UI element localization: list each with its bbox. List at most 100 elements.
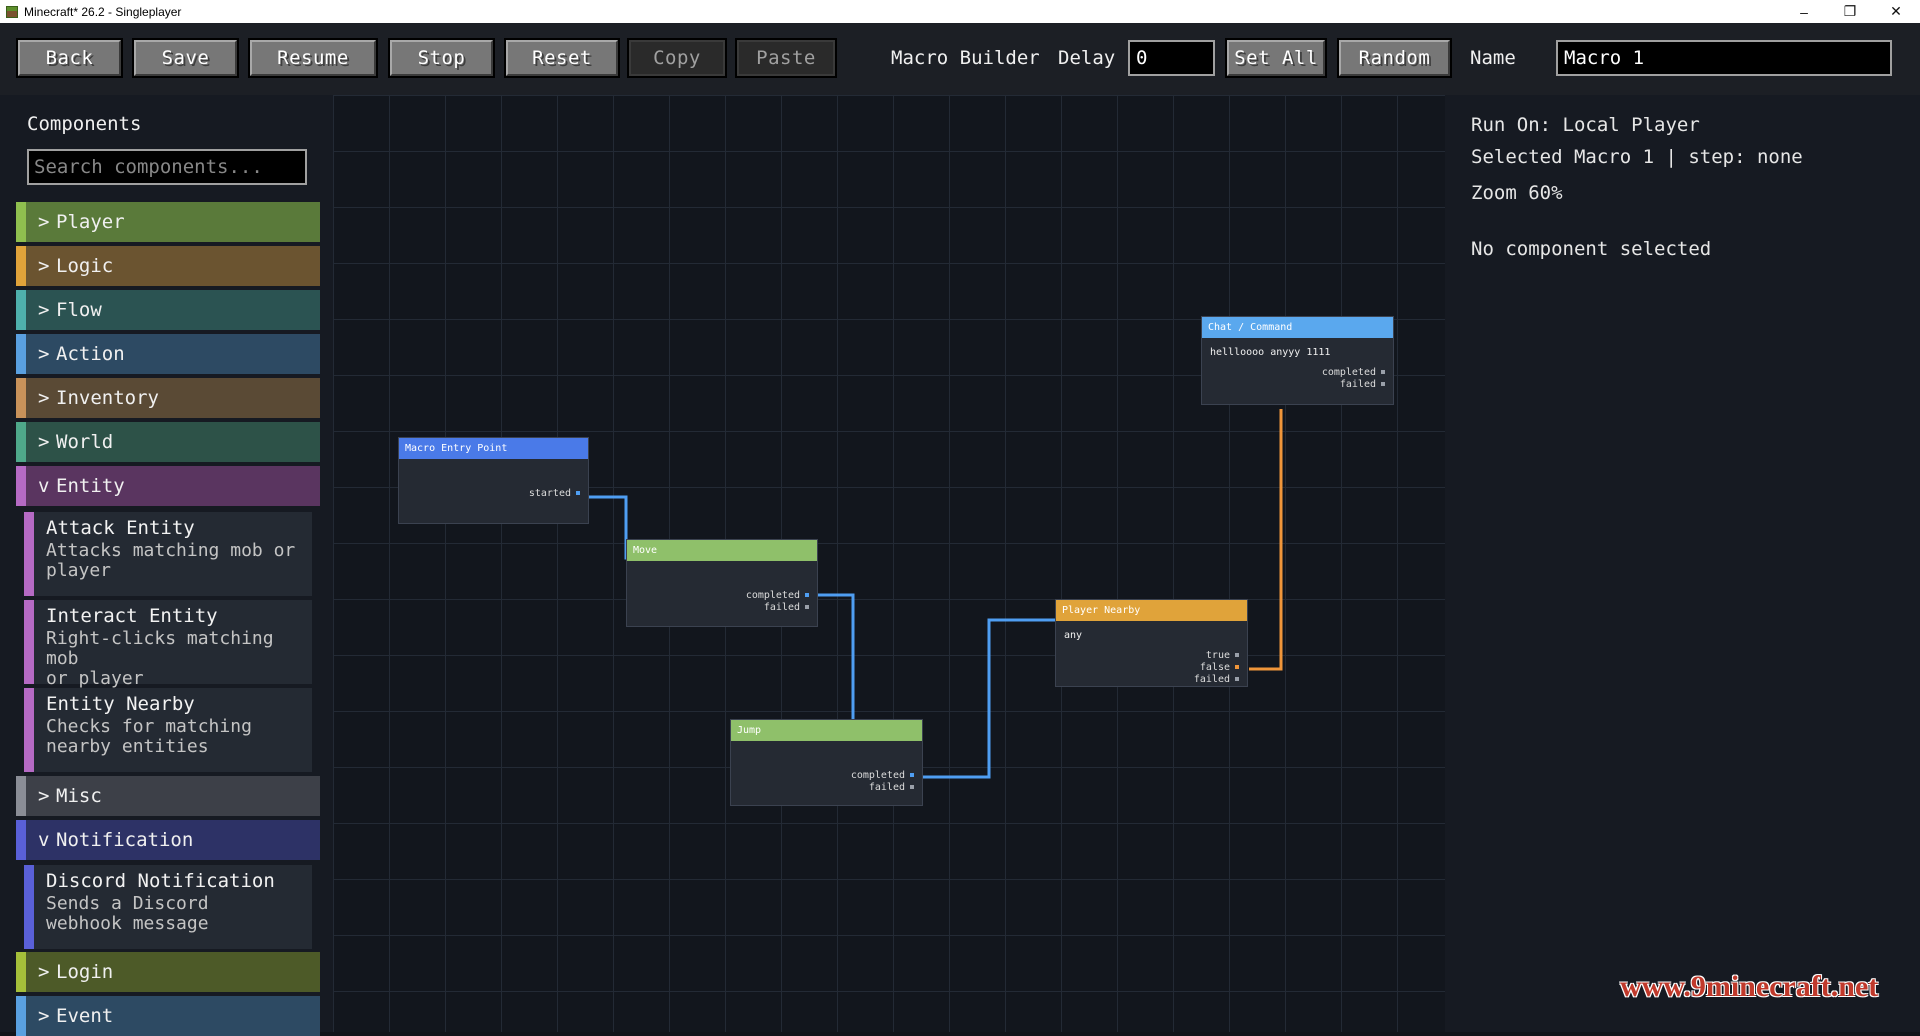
- delay-label: Delay: [1058, 47, 1116, 69]
- category-flow[interactable]: > Flow: [16, 290, 320, 330]
- component-attack-entity[interactable]: Attack Entity Attacks matching mob or pl…: [24, 512, 312, 596]
- category-label: Action: [56, 343, 125, 365]
- reset-button[interactable]: Reset: [504, 38, 620, 78]
- run-on-label: Run On: Local Player: [1471, 114, 1700, 136]
- zoom-label: Zoom 60%: [1471, 182, 1563, 204]
- chevron-right-icon: >: [38, 343, 50, 365]
- port-label: false: [1199, 662, 1230, 673]
- port-label: true: [1205, 650, 1230, 661]
- output-port-true[interactable]: true: [1206, 650, 1239, 661]
- window-title: Minecraft* 26.2 - Singleplayer: [24, 4, 182, 19]
- port-dot: [1235, 665, 1239, 669]
- port-label: completed: [1321, 367, 1376, 378]
- category-action[interactable]: > Action: [16, 334, 320, 374]
- output-port-false[interactable]: false: [1200, 662, 1239, 673]
- component-interact-entity[interactable]: Interact Entity Right-clicks matching mo…: [24, 600, 312, 689]
- node-header: Macro Entry Point: [399, 438, 588, 459]
- minecraft-app-icon: [6, 5, 18, 18]
- selected-step-label: Selected Macro 1 | step: none: [1471, 146, 1803, 168]
- properties-panel: Run On: Local Player Selected Macro 1 | …: [1445, 95, 1920, 1032]
- window-title-bar: Minecraft* 26.2 - Singleplayer – ❐ ✕: [0, 0, 1920, 23]
- wire-move-to-jump: [815, 593, 855, 722]
- stop-button[interactable]: Stop: [388, 38, 495, 78]
- paste-button[interactable]: Paste: [735, 38, 837, 78]
- category-inventory[interactable]: > Inventory: [16, 378, 320, 418]
- node-jump[interactable]: Jump completed failed: [730, 719, 923, 806]
- components-sidebar: Components Search components... > Player…: [0, 95, 333, 1036]
- node-player-nearby[interactable]: Player Nearby any true false failed: [1055, 599, 1248, 687]
- chevron-right-icon: >: [38, 211, 50, 233]
- close-button[interactable]: ✕: [1890, 3, 1902, 19]
- node-graph-canvas[interactable]: Macro Entry Point started Move completed…: [333, 95, 1445, 1032]
- wire-jump-to-nearby: [920, 618, 1056, 779]
- restore-button[interactable]: ❐: [1843, 3, 1857, 19]
- node-chat-command[interactable]: Chat / Command hellloooo anyyy 1111 comp…: [1201, 316, 1394, 405]
- component-entity-nearby[interactable]: Entity Nearby Checks for matching nearby…: [24, 688, 312, 772]
- save-button[interactable]: Save: [132, 38, 239, 78]
- component-description: Attacks matching mob or: [46, 540, 296, 561]
- output-port-completed[interactable]: completed: [746, 590, 809, 601]
- port-dot: [910, 785, 914, 789]
- port-label: failed: [1193, 674, 1230, 685]
- component-title: Interact Entity: [46, 605, 218, 627]
- copy-button[interactable]: Copy: [627, 38, 727, 78]
- delay-input[interactable]: 0: [1128, 40, 1215, 76]
- name-label: Name: [1470, 47, 1516, 69]
- output-port-failed[interactable]: failed: [869, 782, 914, 793]
- component-description: Checks for matching: [46, 716, 252, 737]
- minimize-button[interactable]: –: [1800, 3, 1808, 20]
- connection-wires: [585, 409, 1283, 779]
- components-title: Components: [27, 113, 142, 135]
- port-label: completed: [850, 770, 905, 781]
- port-dot: [1235, 677, 1239, 681]
- output-port-failed[interactable]: failed: [764, 602, 809, 613]
- output-port-completed[interactable]: completed: [1322, 367, 1385, 378]
- component-description: Sends a Discord: [46, 893, 209, 914]
- category-logic[interactable]: > Logic: [16, 246, 320, 286]
- category-notification[interactable]: v Notification: [16, 820, 320, 860]
- resume-button[interactable]: Resume: [248, 38, 378, 78]
- component-description: or player: [46, 668, 144, 689]
- random-button[interactable]: Random: [1337, 38, 1452, 78]
- category-entity[interactable]: v Entity: [16, 466, 320, 506]
- back-button[interactable]: Back: [16, 38, 123, 78]
- category-label: World: [56, 431, 114, 453]
- node-header: Move: [627, 540, 817, 561]
- category-label: Entity: [56, 475, 125, 497]
- port-dot: [1381, 370, 1385, 374]
- chevron-right-icon: >: [38, 431, 50, 453]
- node-macro-entry-point[interactable]: Macro Entry Point started: [398, 437, 589, 524]
- component-description: nearby entities: [46, 736, 209, 757]
- category-player[interactable]: > Player: [16, 202, 320, 242]
- category-world[interactable]: > World: [16, 422, 320, 462]
- category-label: Event: [56, 1005, 114, 1027]
- selection-status: No component selected: [1471, 238, 1712, 260]
- component-description: player: [46, 560, 112, 581]
- node-parameter: hellloooo anyyy 1111: [1210, 347, 1331, 358]
- output-port-failed[interactable]: failed: [1194, 674, 1239, 685]
- port-dot: [576, 491, 580, 495]
- category-login[interactable]: > Login: [16, 952, 320, 992]
- search-input[interactable]: Search components...: [27, 149, 307, 185]
- component-description: Right-clicks matching mob: [46, 628, 274, 669]
- port-label: started: [528, 488, 571, 499]
- category-label: Login: [56, 961, 114, 983]
- category-event[interactable]: > Event: [16, 996, 320, 1036]
- macro-name-input[interactable]: Macro 1: [1556, 40, 1892, 76]
- category-label: Misc: [56, 785, 102, 807]
- component-description: webhook message: [46, 913, 209, 934]
- chevron-right-icon: >: [38, 785, 50, 807]
- wire-entry-to-move: [585, 495, 628, 560]
- node-header: Jump: [731, 720, 922, 741]
- node-header: Player Nearby: [1056, 600, 1247, 621]
- chevron-down-icon: v: [38, 829, 50, 851]
- port-dot: [805, 593, 809, 597]
- set-all-button[interactable]: Set All: [1225, 38, 1327, 78]
- output-port-started[interactable]: started: [529, 488, 580, 499]
- output-port-completed[interactable]: completed: [851, 770, 914, 781]
- category-misc[interactable]: > Misc: [16, 776, 320, 816]
- component-title: Attack Entity: [46, 517, 195, 539]
- node-move[interactable]: Move completed failed: [626, 539, 818, 627]
- output-port-failed[interactable]: failed: [1340, 379, 1385, 390]
- component-discord-notification[interactable]: Discord Notification Sends a Discord web…: [24, 865, 312, 949]
